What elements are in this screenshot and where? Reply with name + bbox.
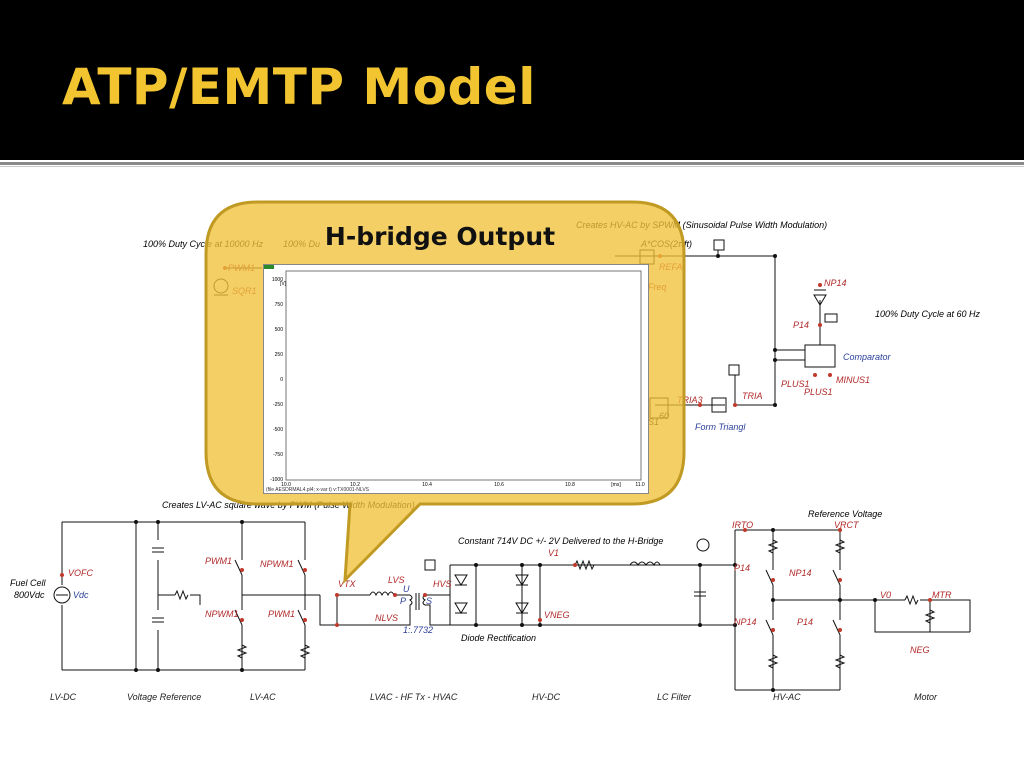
callout-title: H-bridge Output — [324, 222, 556, 251]
fuel-cell-voltage: 800Vdc — [14, 590, 45, 600]
x-tick-label: 10.2 — [350, 482, 360, 488]
diode-symbol — [454, 574, 468, 586]
section-hv-dc: HV-DC — [532, 692, 561, 702]
plot-area — [285, 270, 642, 481]
freq-label: Freq — [648, 282, 667, 292]
x-tick-label: 10.4 — [422, 482, 432, 488]
function-block-triangle — [711, 397, 727, 413]
npwm1-label-a: NPWM1 — [260, 559, 294, 569]
np14-label-top: NP14 — [824, 278, 847, 288]
resistor-symbol — [174, 589, 189, 601]
y-tick-label: 750 — [275, 302, 284, 308]
plus1-label-b: PLUS1 — [804, 387, 833, 397]
x-tick-label: 10.6 — [494, 482, 504, 488]
y-tick-label: -250 — [273, 402, 283, 408]
x-tick-label: 10.8 — [565, 482, 575, 488]
tx-u-label: U — [403, 584, 410, 594]
y-tick-label: -750 — [273, 452, 283, 458]
section-lv-ac: LV-AC — [250, 692, 276, 702]
h-bridge-output-plot: [V] 1000 750 500 250 0 -250 -500 -750 -1000 10.0… — [263, 264, 649, 494]
y-unit: [V] — [280, 281, 287, 287]
y-tick-label: 0 — [280, 377, 283, 383]
x-ticks: 10.0 10.2 10.4 10.6 10.8 [ms] 11.0 — [281, 482, 645, 488]
inductor-symbol — [369, 591, 395, 597]
divider — [0, 162, 1024, 165]
pwm1-label-b: PWM1 — [268, 609, 295, 619]
duty-60hz-label: 100% Duty Cycle at 60 Hz — [875, 309, 981, 319]
plot-footer: (file AESDRMAL4.pl4; x-var t) v:TX0001-N… — [266, 487, 370, 493]
np14-label-a: NP14 — [789, 568, 812, 578]
node-markers — [60, 254, 932, 632]
npwm1-label-b: NPWM1 — [205, 609, 239, 619]
y-ticks: 1000 750 500 250 0 -250 -500 -750 -1000 — [270, 277, 283, 483]
lvac-note: Creates LV-AC square wave by PWM (Pulse … — [162, 500, 415, 510]
plot-canvas: [V] 1000 750 500 250 0 -250 -500 -750 -1000 10.0… — [264, 265, 645, 493]
form-triangl-label: Form Triangl — [695, 422, 746, 432]
v0-label: V0 — [880, 590, 891, 600]
x-tick-label: [ms] — [611, 482, 621, 488]
pwm1-label-a: PWM1 — [205, 556, 232, 566]
acos-label: A*COS(2πft) — [640, 239, 692, 249]
transformer-symbol — [409, 594, 426, 606]
section-labels: LV-DC Voltage Reference LV-AC LVAC - HF … — [50, 692, 938, 702]
section-lv-dc: LV-DC — [50, 692, 77, 702]
plot-marker — [264, 265, 274, 269]
y-tick-label: -500 — [273, 427, 283, 433]
duty-10khz-label: 100% Duty Cycle at 10000 Hz — [143, 239, 264, 249]
s1-label: S1 — [648, 417, 659, 427]
y-tick-label: 500 — [275, 327, 284, 333]
x-tick-label: 11.0 — [635, 482, 645, 488]
title-bar: ATP/EMTP Model — [0, 0, 1024, 160]
minus1-label: MINUS1 — [836, 375, 870, 385]
s60-label: 60 — [659, 411, 669, 421]
x-tick-label: 10.0 — [281, 482, 291, 488]
y-tick-label: 1000 — [272, 277, 283, 283]
square-wave-source-symbol — [213, 278, 229, 294]
constant-dc-note: Constant 714V DC +/- 2V Delivered to the… — [458, 536, 663, 546]
tria3-label: TRIA3 — [677, 395, 703, 405]
refa-label: REFA — [659, 262, 682, 272]
probe-icon — [713, 239, 725, 251]
divider-thin — [0, 166, 1024, 167]
comparator-label: Comparator — [843, 352, 892, 362]
section-hv-ac: HV-AC — [773, 692, 801, 702]
section-lvac-tx-hvac: LVAC - HF Tx - HVAC — [370, 692, 458, 702]
p14-label-b: P14 — [797, 617, 813, 627]
tria-label: TRIA — [742, 391, 763, 401]
turns-ratio-label: 1:.7732 — [403, 625, 433, 635]
vrct-label: VRCT — [834, 520, 860, 530]
hvs-label: HVS — [433, 579, 452, 589]
vofc-label: VOFC — [68, 568, 94, 578]
section-motor: Motor — [914, 692, 938, 702]
slide-title: ATP/EMTP Model — [62, 58, 536, 116]
fuel-cell-label: Fuel Cell — [10, 578, 47, 588]
ref-voltage-label: Reference Voltage — [808, 509, 882, 519]
pwm1-label-top: PWM1 — [228, 263, 255, 273]
y-tick-label: 250 — [275, 352, 284, 358]
v1-label: V1 — [548, 548, 559, 558]
irto-label: IRTO — [732, 520, 753, 530]
vtx-label: VTX — [338, 579, 357, 589]
p14-label-a: P14 — [734, 563, 750, 573]
vdc-label: Vdc — [73, 590, 89, 600]
nlvs-label: NLVS — [375, 613, 398, 623]
section-lc-filter: LC Filter — [657, 692, 692, 702]
plus1-label-a: PLUS1 — [781, 379, 810, 389]
comparator-block — [804, 344, 836, 368]
mtr-label: MTR — [932, 590, 952, 600]
dc-source-symbol — [53, 586, 71, 604]
p14-label-top: P14 — [793, 320, 809, 330]
np14-label-b: NP14 — [734, 617, 757, 627]
sqr1-label: SQR1 — [232, 286, 257, 296]
spwm-note: Creates HV-AC by SPWM (Sinusoidal Pulse … — [576, 220, 827, 230]
neg-label: NEG — [910, 645, 930, 655]
y-tick-label: -1000 — [270, 477, 283, 483]
section-voltage-reference: Voltage Reference — [127, 692, 201, 702]
tx-primary-label: P — [400, 596, 406, 606]
diode-rect-label: Diode Rectification — [461, 633, 536, 643]
tx-secondary-label: S — [426, 596, 432, 606]
function-block-acos — [639, 249, 655, 265]
switch-symbol — [234, 559, 243, 576]
vneg-label: VNEG — [544, 610, 570, 620]
